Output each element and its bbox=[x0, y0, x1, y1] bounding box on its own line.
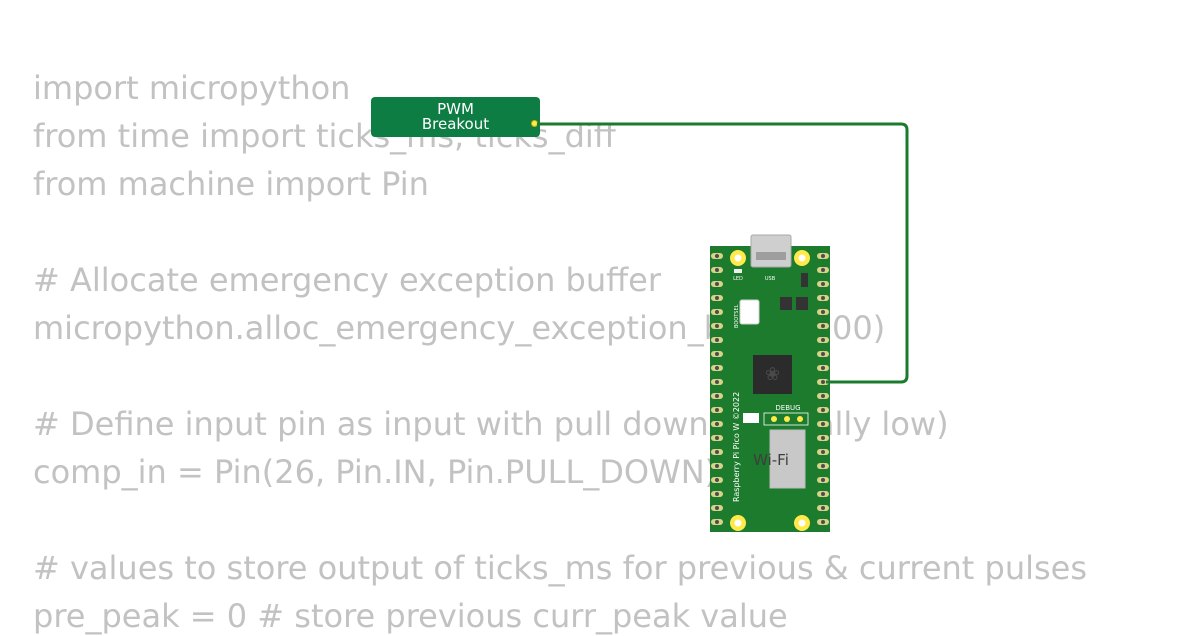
header-pin-hole bbox=[821, 478, 825, 482]
header-pin-hole bbox=[715, 520, 719, 524]
code-line-11: # values to store output of ticks_ms for… bbox=[33, 549, 1088, 587]
header-pin-hole bbox=[715, 324, 719, 328]
header-pin-hole bbox=[821, 450, 825, 454]
pwm-breakout-label-line2: Breakout bbox=[421, 115, 490, 133]
header-pin-hole bbox=[715, 492, 719, 496]
header-pin-hole bbox=[821, 366, 825, 370]
bootsel-button[interactable] bbox=[739, 299, 760, 325]
wifi-label: Wi-Fi bbox=[753, 451, 789, 469]
header-pin-hole bbox=[821, 436, 825, 440]
header-pin-hole bbox=[715, 352, 719, 356]
header-pin-hole bbox=[821, 324, 825, 328]
header-pin-hole bbox=[715, 422, 719, 426]
header-pin-hole bbox=[821, 282, 825, 286]
header-pin-hole bbox=[821, 394, 825, 398]
header-pin-hole bbox=[715, 506, 719, 510]
header-pin-hole bbox=[715, 366, 719, 370]
pwm-breakout-pin[interactable] bbox=[531, 120, 538, 127]
header-pin-hole bbox=[821, 380, 825, 384]
pico-w-board[interactable]: LED USB BOOTSEL ❀ DEBUG Wi-Fi Raspberry … bbox=[700, 230, 840, 540]
header-pin-hole bbox=[821, 268, 825, 272]
header-pin-hole bbox=[715, 254, 719, 258]
header-pin-hole bbox=[715, 478, 719, 482]
header-pin-hole bbox=[821, 520, 825, 524]
header-pin-hole bbox=[715, 268, 719, 272]
code-line-9: comp_in = Pin(26, Pin.IN, Pin.PULL_DOWN) bbox=[33, 453, 718, 491]
header-pin-hole bbox=[715, 310, 719, 314]
code-line-1: import micropython bbox=[33, 69, 351, 107]
code-line-3: from machine import Pin bbox=[33, 165, 429, 203]
header-pin-hole bbox=[821, 296, 825, 300]
header-pin-hole bbox=[821, 408, 825, 412]
header-pin-hole bbox=[715, 394, 719, 398]
code-line-5: # Allocate emergency exception buffer bbox=[33, 261, 662, 299]
code-line-12: pre_peak = 0 # store previous curr_peak … bbox=[33, 597, 788, 635]
header-pin-hole bbox=[821, 422, 825, 426]
header-pin-hole bbox=[715, 338, 719, 342]
wifi-module bbox=[769, 429, 806, 489]
bootsel-label: BOOTSEL bbox=[734, 304, 740, 328]
board-silkscreen: Raspberry Pi Pico W ©2022 bbox=[732, 392, 741, 502]
header-pin-hole bbox=[821, 506, 825, 510]
header-pin-hole bbox=[715, 408, 719, 412]
led-label: LED bbox=[733, 276, 743, 282]
header-pin-hole bbox=[715, 450, 719, 454]
header-pin-hole bbox=[715, 464, 719, 468]
debug-label: DEBUG bbox=[775, 404, 800, 412]
header-pin-hole bbox=[821, 254, 825, 258]
usb-connector bbox=[750, 234, 792, 268]
header-pin-hole bbox=[715, 380, 719, 384]
header-pin-hole bbox=[821, 310, 825, 314]
led-indicator bbox=[734, 269, 742, 273]
header-pin-hole bbox=[715, 282, 719, 286]
usb-label: USB bbox=[765, 276, 776, 282]
raspberry-logo-icon: ❀ bbox=[765, 364, 780, 385]
header-pin-hole bbox=[821, 464, 825, 468]
header-pin-hole bbox=[715, 436, 719, 440]
header-pin-hole bbox=[821, 492, 825, 496]
header-pin-hole bbox=[821, 338, 825, 342]
header-pin-hole bbox=[821, 352, 825, 356]
pwm-breakout-label-line1: PWM bbox=[437, 100, 474, 118]
pwm-breakout-part[interactable]: PWM Breakout bbox=[371, 97, 540, 137]
header-pin-hole bbox=[715, 296, 719, 300]
